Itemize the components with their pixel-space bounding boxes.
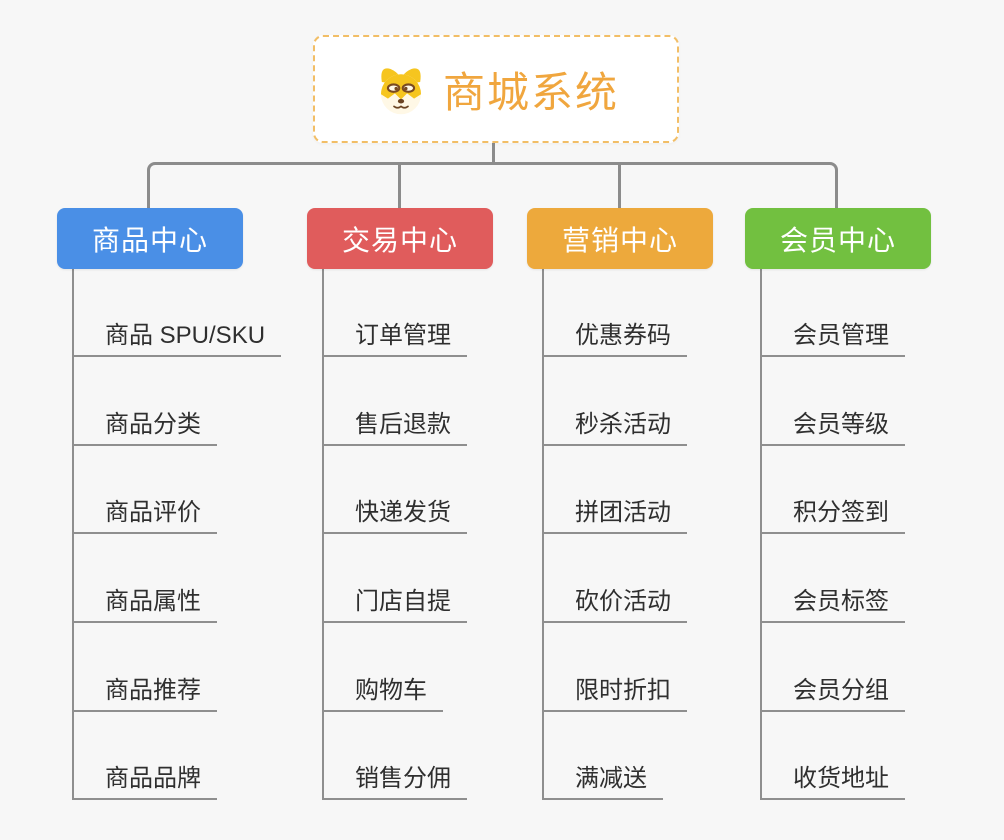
root-node[interactable]: 商城系统: [313, 35, 679, 143]
leaf-node[interactable]: 限时折扣: [542, 674, 687, 712]
branch-header-product-center[interactable]: 商品中心: [57, 208, 243, 269]
leaf-node[interactable]: 商品评价: [72, 496, 217, 534]
leaf-node[interactable]: 优惠券码: [542, 319, 687, 357]
leaf-node[interactable]: 售后退款: [322, 408, 467, 446]
branch-header-label: 商品中心: [91, 224, 208, 256]
leaf-node[interactable]: 订单管理: [322, 319, 467, 357]
branch-drop-connector: [398, 165, 401, 208]
leaf-node[interactable]: 销售分佣: [322, 762, 467, 800]
root-title: 商城系统: [442, 68, 619, 116]
branch-bracket-connector: [147, 162, 838, 208]
leaf-node[interactable]: 商品 SPU/SKU: [72, 319, 282, 357]
leaf-node[interactable]: 门店自提: [322, 585, 467, 623]
branch-drop-connector: [618, 165, 621, 208]
leaf-node[interactable]: 拼团活动: [542, 496, 687, 534]
branch-header-label: 营销中心: [561, 224, 678, 256]
branch-header-trade-center[interactable]: 交易中心: [307, 208, 493, 269]
leaf-node[interactable]: 会员分组: [760, 674, 905, 712]
branch-header-marketing-center[interactable]: 营销中心: [527, 208, 713, 269]
branch-header-label: 交易中心: [341, 224, 458, 256]
leaf-node[interactable]: 秒杀活动: [542, 408, 687, 446]
leaf-node[interactable]: 商品推荐: [72, 674, 217, 712]
dog-face-icon: [373, 62, 429, 116]
branch-vertical-line: [760, 269, 762, 800]
leaf-node[interactable]: 积分签到: [760, 496, 905, 534]
leaf-node[interactable]: 购物车: [322, 674, 443, 712]
leaf-node[interactable]: 会员等级: [760, 408, 905, 446]
leaf-node[interactable]: 满减送: [542, 762, 663, 800]
root-stem-connector: [492, 140, 495, 164]
leaf-node[interactable]: 砍价活动: [542, 585, 687, 623]
leaf-node[interactable]: 会员标签: [760, 585, 905, 623]
branch-header-label: 会员中心: [779, 224, 896, 256]
leaf-node[interactable]: 会员管理: [760, 319, 905, 357]
branch-vertical-line: [72, 269, 74, 800]
branch-header-member-center[interactable]: 会员中心: [745, 208, 931, 269]
leaf-node[interactable]: 商品分类: [72, 408, 217, 446]
leaf-node[interactable]: 收货地址: [760, 762, 905, 800]
branch-vertical-line: [322, 269, 324, 800]
leaf-node[interactable]: 快递发货: [322, 496, 467, 534]
leaf-node[interactable]: 商品属性: [72, 585, 217, 623]
leaf-node[interactable]: 商品品牌: [72, 762, 217, 800]
branch-vertical-line: [542, 269, 544, 800]
